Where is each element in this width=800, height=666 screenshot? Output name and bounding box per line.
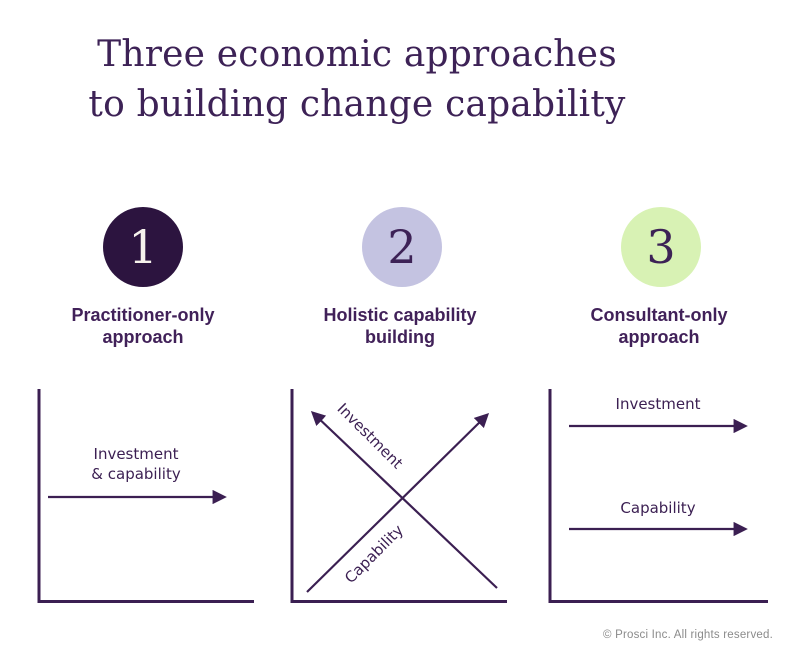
approach-label-line-2: building <box>365 327 435 347</box>
descending-trend-arrow <box>310 411 498 589</box>
step-circle-2: 2 <box>362 207 442 287</box>
arrow-label-line-2: & capability <box>91 465 181 483</box>
investment-arrow-label: Investment <box>616 395 701 413</box>
approach-label-consultant: Consultant-only approach <box>556 304 762 348</box>
consultant-chart: Investment Capability <box>548 389 768 603</box>
copyright-notice: © Prosci Inc. All rights reserved. <box>603 629 773 641</box>
axis-lines <box>290 389 507 603</box>
axis-lines <box>37 389 254 603</box>
approach-label-line-1: Practitioner-only <box>71 305 215 325</box>
page-title-line-1: Three economic approaches <box>97 34 617 75</box>
capability-arrow-label: Capability <box>620 499 695 517</box>
step-number-1: 1 <box>128 220 158 274</box>
step-number-3: 3 <box>646 220 676 274</box>
ascending-arrow-label: Capability <box>341 521 407 587</box>
approach-label-line-1: Consultant-only <box>590 305 728 325</box>
axis-lines <box>548 389 768 603</box>
step-circle-3: 3 <box>621 207 701 287</box>
approach-label-line-1: Holistic capability <box>323 305 477 325</box>
approach-label-practitioner: Practitioner-only approach <box>40 304 246 348</box>
practitioner-chart: Investment & capability <box>37 389 254 603</box>
approach-label-line-2: approach <box>102 327 184 347</box>
descending-arrow-label: Investment <box>334 400 407 473</box>
approach-label-line-2: approach <box>618 327 700 347</box>
holistic-chart: Investment Capability <box>290 389 507 603</box>
page-title-line-2: to building change capability <box>88 84 626 125</box>
page-title: Three economic approaches to building ch… <box>37 30 677 130</box>
approach-label-holistic: Holistic capability building <box>297 304 503 348</box>
step-number-2: 2 <box>387 220 417 274</box>
step-circle-1: 1 <box>103 207 183 287</box>
ascending-trend-arrow <box>306 412 490 593</box>
arrow-label-line-1: Investment <box>94 445 179 463</box>
